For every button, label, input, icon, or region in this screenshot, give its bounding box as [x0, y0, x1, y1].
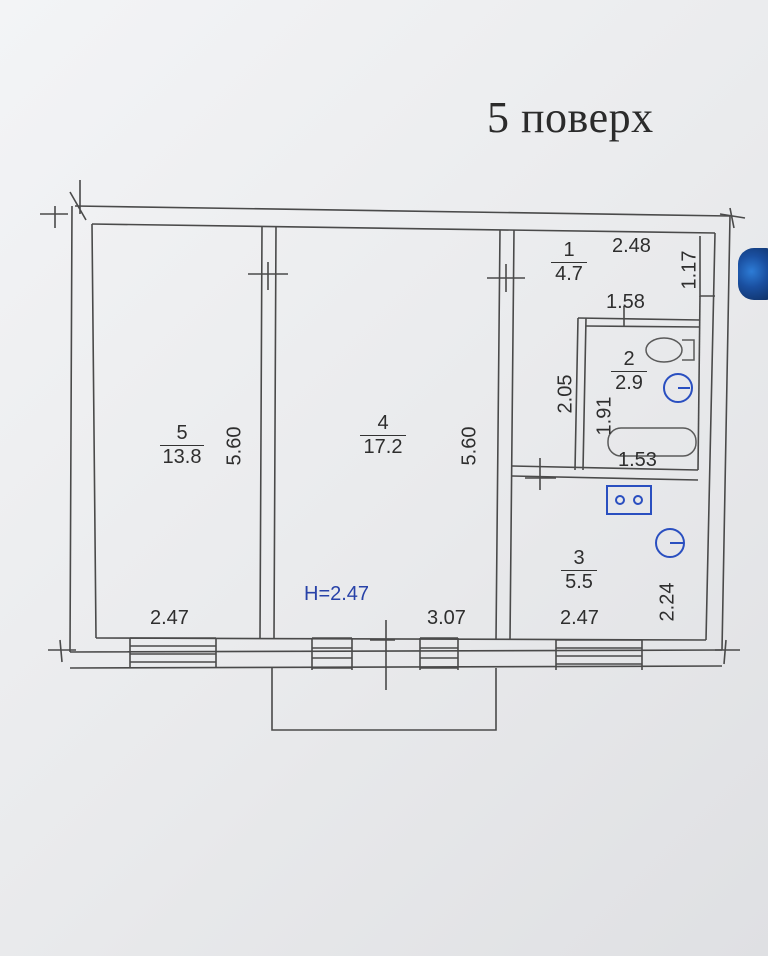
wall-room1-right: [699, 236, 715, 297]
dim-room3-height: 2.24: [656, 582, 679, 622]
dim-room3-width: 2.47: [560, 607, 599, 629]
floor-title: 5 поверх: [487, 93, 654, 142]
sink-icon: [663, 373, 693, 403]
window-room4-right: [419, 637, 459, 670]
dim-room4-height: 5.60: [458, 426, 481, 466]
dim-room5-width: 2.47: [150, 607, 189, 629]
dim-room1-height: 2.05: [554, 374, 577, 414]
dim-room2-height: 1.91: [593, 396, 616, 436]
wall-bath-right: [697, 295, 701, 471]
balcony: [271, 668, 497, 731]
ceiling-height: H=2.47: [304, 583, 370, 605]
wall-bath-bottom: [511, 465, 699, 481]
dim-room1-width: 2.48: [612, 235, 651, 257]
dim-room2-width-bottom: 1.53: [618, 449, 657, 471]
window-room3: [555, 639, 643, 670]
toilet-icon: [645, 337, 683, 363]
bathtub-icon: [607, 427, 697, 457]
window-room4-left: [311, 637, 353, 670]
dim-room4-width: 3.07: [427, 607, 466, 629]
outer-wall-right: [705, 215, 731, 651]
dim-room5-height: 5.60: [223, 426, 246, 466]
wall-bath-top: [577, 317, 701, 328]
dim-room2-width-top: 1.58: [606, 291, 645, 313]
wall-room5-room4: [259, 225, 277, 639]
outer-wall-top: [74, 205, 731, 234]
stove-icon: [606, 485, 652, 515]
outer-wall-left: [69, 205, 97, 653]
window-room5: [129, 637, 217, 668]
dim-room1-depth: 1.17: [678, 250, 701, 290]
wall-corridor-bath: [574, 317, 587, 471]
wall-room4-corridor: [495, 229, 515, 641]
pen-cap: [738, 248, 768, 300]
